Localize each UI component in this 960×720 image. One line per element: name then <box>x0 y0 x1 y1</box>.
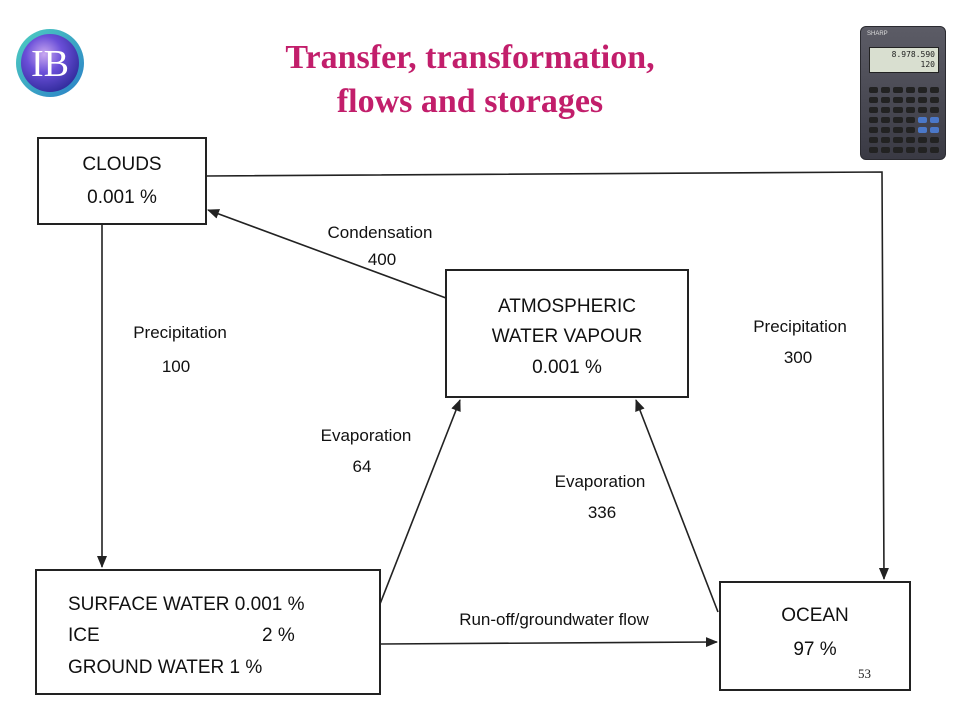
ib-logo: IB <box>16 29 84 97</box>
arrow-evaporation-land <box>379 399 461 605</box>
ib-logo-text: IB <box>31 43 69 85</box>
calculator-keypad <box>869 87 939 153</box>
slide-title: Transfer, transformation, flows and stor… <box>190 36 750 124</box>
evaporation-ocean-value: 336 <box>588 503 616 522</box>
evaporation-land-value: 64 <box>353 457 372 476</box>
atmospheric-line1: ATMOSPHERIC <box>498 296 636 317</box>
store-surface-water: SURFACE WATER 0.001 % ICE 2 % GROUND WAT… <box>35 569 381 695</box>
ice-value: 2 % <box>262 625 295 646</box>
precipitation-ocean-value: 300 <box>784 348 812 367</box>
calculator-image: SHARP 8.978.590 120 <box>860 26 946 160</box>
atmospheric-value: 0.001 % <box>532 357 602 378</box>
ocean-name: OCEAN <box>781 605 849 626</box>
clouds-value: 0.001 % <box>87 187 157 208</box>
evaporation-land-label: Evaporation <box>321 426 412 445</box>
calculator-brand: SHARP <box>867 31 888 37</box>
condensation-label: Condensation <box>328 223 433 242</box>
arrow-condensation <box>207 209 447 299</box>
ground-water-line: GROUND WATER 1 % <box>68 657 262 678</box>
condensation-value: 400 <box>368 250 396 269</box>
calculator-display-line1: 8.978.590 <box>891 50 935 59</box>
ocean-value: 97 % <box>793 639 836 660</box>
atmospheric-line2: WATER VAPOUR <box>492 326 643 347</box>
precipitation-land-value: 100 <box>162 357 190 376</box>
store-atmospheric-water-vapour: ATMOSPHERIC WATER VAPOUR 0.001 % <box>445 269 689 398</box>
precipitation-ocean-label: Precipitation <box>753 317 847 336</box>
precipitation-land-label: Precipitation <box>133 323 227 342</box>
surface-water-line: SURFACE WATER 0.001 % <box>68 594 305 615</box>
arrow-runoff <box>379 637 718 648</box>
clouds-name: CLOUDS <box>82 154 161 175</box>
slide-title-line2: flows and storages <box>336 83 604 120</box>
arrow-evaporation-ocean <box>635 399 719 613</box>
ice-label: ICE <box>68 625 100 646</box>
calculator-display-line2: 120 <box>920 60 935 69</box>
calculator-screen: 8.978.590 120 <box>869 47 939 73</box>
evaporation-ocean-label: Evaporation <box>555 472 646 491</box>
page-number: 53 <box>858 666 871 681</box>
slide-title-line1: Transfer, transformation, <box>285 39 655 76</box>
runoff-label: Run-off/groundwater flow <box>459 610 649 629</box>
store-ocean: OCEAN 97 % <box>719 581 911 691</box>
arrow-precipitation-ocean <box>205 171 889 580</box>
store-clouds: CLOUDS 0.001 % <box>37 137 207 225</box>
